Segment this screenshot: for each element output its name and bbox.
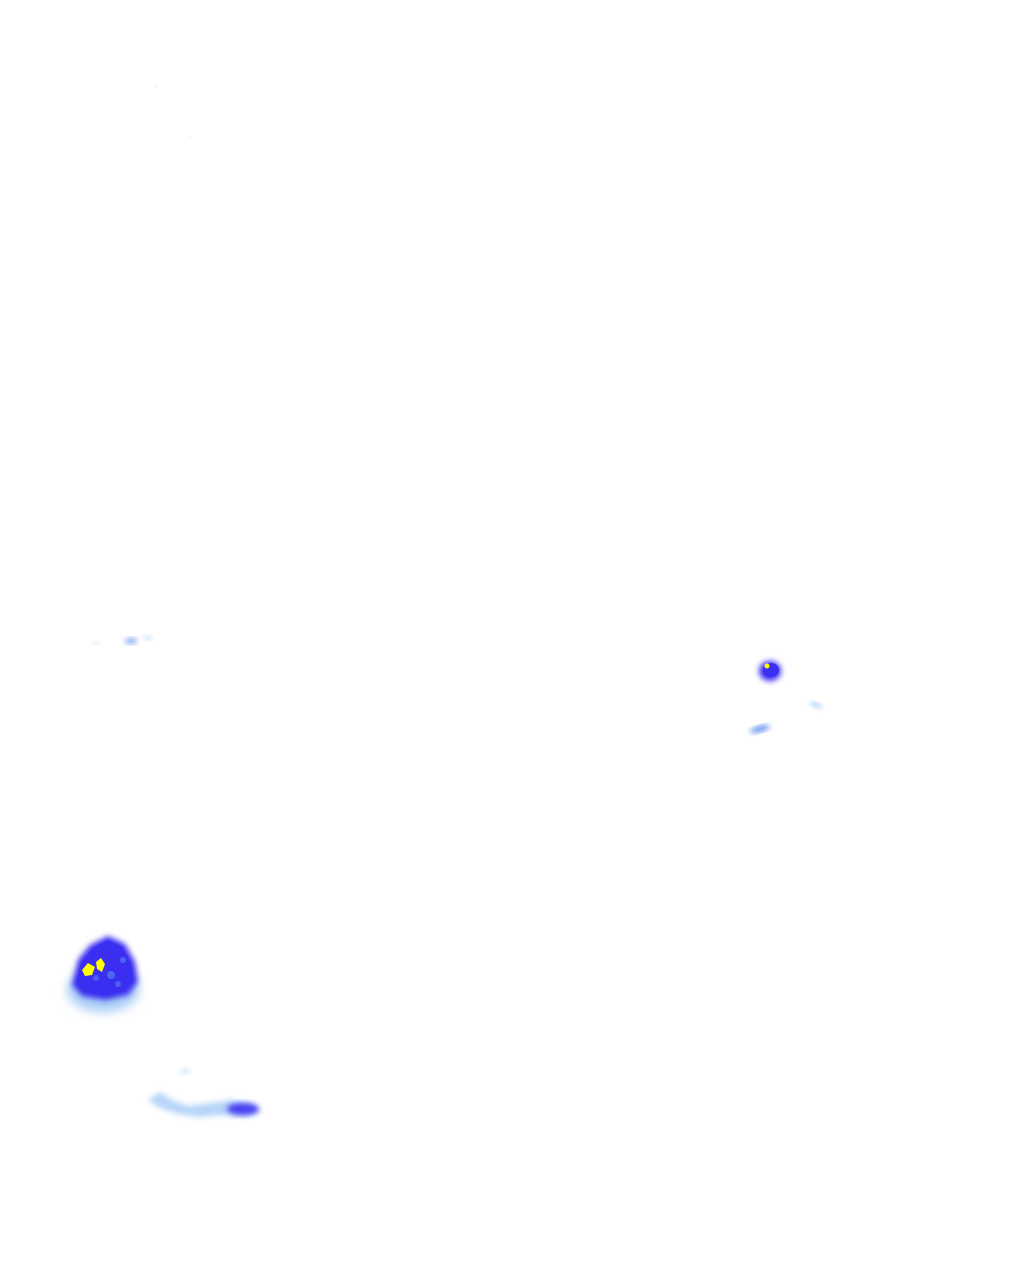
echo-large-southwest (67, 936, 139, 1012)
echo-fragment-east-1 (750, 725, 770, 733)
echo-streak-south (148, 1068, 260, 1117)
echo-small-east (759, 661, 781, 681)
echo-fragment-east-2 (810, 701, 822, 709)
noise-specks (155, 86, 191, 138)
echo-fragment-west (92, 636, 152, 645)
